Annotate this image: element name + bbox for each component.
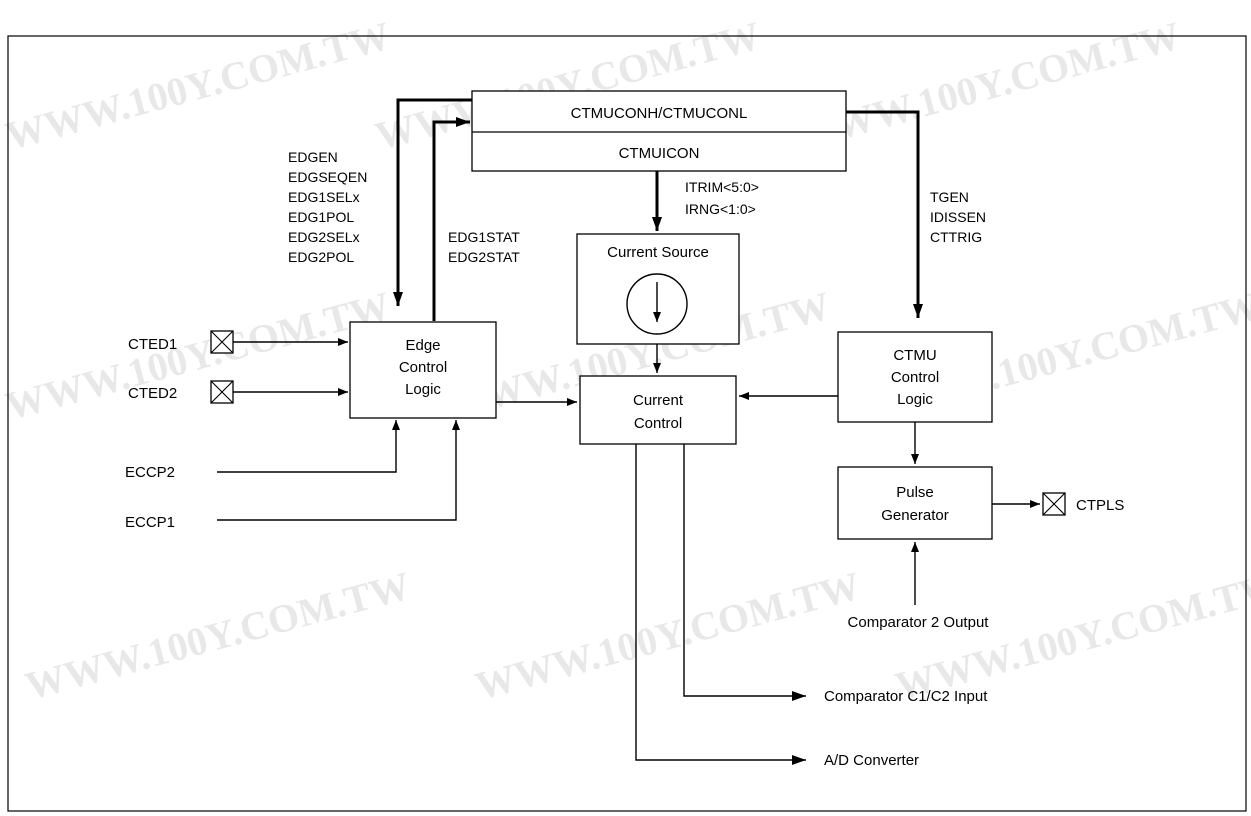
signal-label: EDG2POL <box>288 249 354 265</box>
edge-status-signals: EDG1STAT EDG2STAT <box>448 229 520 265</box>
watermark-text: WWW.100Y.COM.TW <box>891 563 1251 709</box>
cted1-pin: CTED1 <box>128 330 348 354</box>
adc-label: A/D Converter <box>824 752 919 769</box>
signal-label: EDG1STAT <box>448 229 520 245</box>
edge-status-bus <box>432 117 470 321</box>
edge-config-signals: EDGEN EDGSEQEN EDG1SELx EDG1POL EDG2SELx… <box>288 149 367 265</box>
edge-control-logic-block: Edge Control Logic <box>349 321 497 419</box>
signal-label: TGEN <box>930 189 969 205</box>
adc-wire <box>635 444 806 765</box>
cted1-label: CTED1 <box>128 336 177 353</box>
comparator2-label: Comparator 2 Output <box>848 614 990 631</box>
register-block: CTMUCONH/CTMUCONL CTMUICON <box>471 90 847 172</box>
signal-label: IDISSEN <box>930 209 986 225</box>
signal-label: ITRIM<5:0> <box>685 179 759 195</box>
eccp2-input: ECCP2 <box>125 420 400 481</box>
pulse-gen-line: Generator <box>881 507 949 524</box>
current-control-box <box>579 375 737 445</box>
signal-label: IRNG<1:0> <box>685 201 756 217</box>
ctmucon-label: CTMUCONH/CTMUCONL <box>571 105 748 122</box>
ctpls-label: CTPLS <box>1076 497 1124 514</box>
current-source-title: Current Source <box>607 244 709 261</box>
ctmu-config-bus <box>846 110 923 318</box>
edge-control-logic-box <box>349 321 497 419</box>
comparator-input-output: Comparator C1/C2 Input <box>683 444 988 705</box>
signal-label: EDG2SELx <box>288 229 360 245</box>
eccp2-wire <box>217 420 400 473</box>
edge-logic-line: Logic <box>405 381 441 398</box>
comparator-input-wire <box>683 444 806 701</box>
watermark-text: WWW.100Y.COM.TW <box>1 283 395 429</box>
edge-logic-line: Edge <box>405 337 440 354</box>
current-control-line: Current <box>633 392 684 409</box>
signal-label: EDGSEQEN <box>288 169 367 185</box>
eccp1-wire <box>217 420 460 521</box>
trim-signals: ITRIM<5:0> IRNG<1:0> <box>685 179 759 217</box>
comparator2-output: Comparator 2 Output <box>848 542 990 631</box>
cted2-pin: CTED2 <box>128 380 348 404</box>
signal-label: EDGEN <box>288 149 338 165</box>
signal-label: EDG1POL <box>288 209 354 225</box>
edge-logic-line: Control <box>399 359 447 376</box>
watermark-text: WWW.100Y.COM.TW <box>791 13 1185 159</box>
ctmu-config-signals: TGEN IDISSEN CTTRIG <box>930 189 986 245</box>
ctmuicon-label: CTMUICON <box>619 145 700 162</box>
signal-label: EDG1SELx <box>288 189 360 205</box>
pulse-generator-box <box>837 466 993 540</box>
pin-cross-icon <box>210 380 234 404</box>
ctmu-logic-line: Control <box>891 369 939 386</box>
watermark-text: WWW.100Y.COM.TW <box>1 13 395 159</box>
register-box <box>471 90 847 172</box>
pulse-generator-block: Pulse Generator <box>837 466 993 540</box>
cted2-label: CTED2 <box>128 385 177 402</box>
current-control-block: Current Control <box>579 375 737 445</box>
adc-output: A/D Converter <box>635 444 919 769</box>
pin-cross-icon <box>1042 492 1066 516</box>
pulse-gen-line: Pulse <box>896 484 934 501</box>
current-source-block: Current Source <box>576 233 740 345</box>
pin-cross-icon <box>210 330 234 354</box>
watermark-text: WWW.100Y.COM.TW <box>471 563 865 709</box>
eccp1-input: ECCP1 <box>125 420 460 531</box>
ctpls-pin: CTPLS <box>992 492 1124 516</box>
watermark-text: WWW.100Y.COM.TW <box>21 563 415 709</box>
eccp2-label: ECCP2 <box>125 464 175 481</box>
ctmu-logic-line: Logic <box>897 391 933 408</box>
edge-config-bus <box>393 98 472 306</box>
diagram-frame <box>7 35 1247 812</box>
ctmu-logic-line: CTMU <box>893 347 936 364</box>
signal-label: EDG2STAT <box>448 249 520 265</box>
signal-label: CTTRIG <box>930 229 982 245</box>
eccp1-label: ECCP1 <box>125 514 175 531</box>
ctmu-control-logic-block: CTMU Control Logic <box>837 331 993 423</box>
ctmu-control-logic-box <box>837 331 993 423</box>
comparator-input-label: Comparator C1/C2 Input <box>824 688 988 705</box>
current-control-line: Control <box>634 415 682 432</box>
